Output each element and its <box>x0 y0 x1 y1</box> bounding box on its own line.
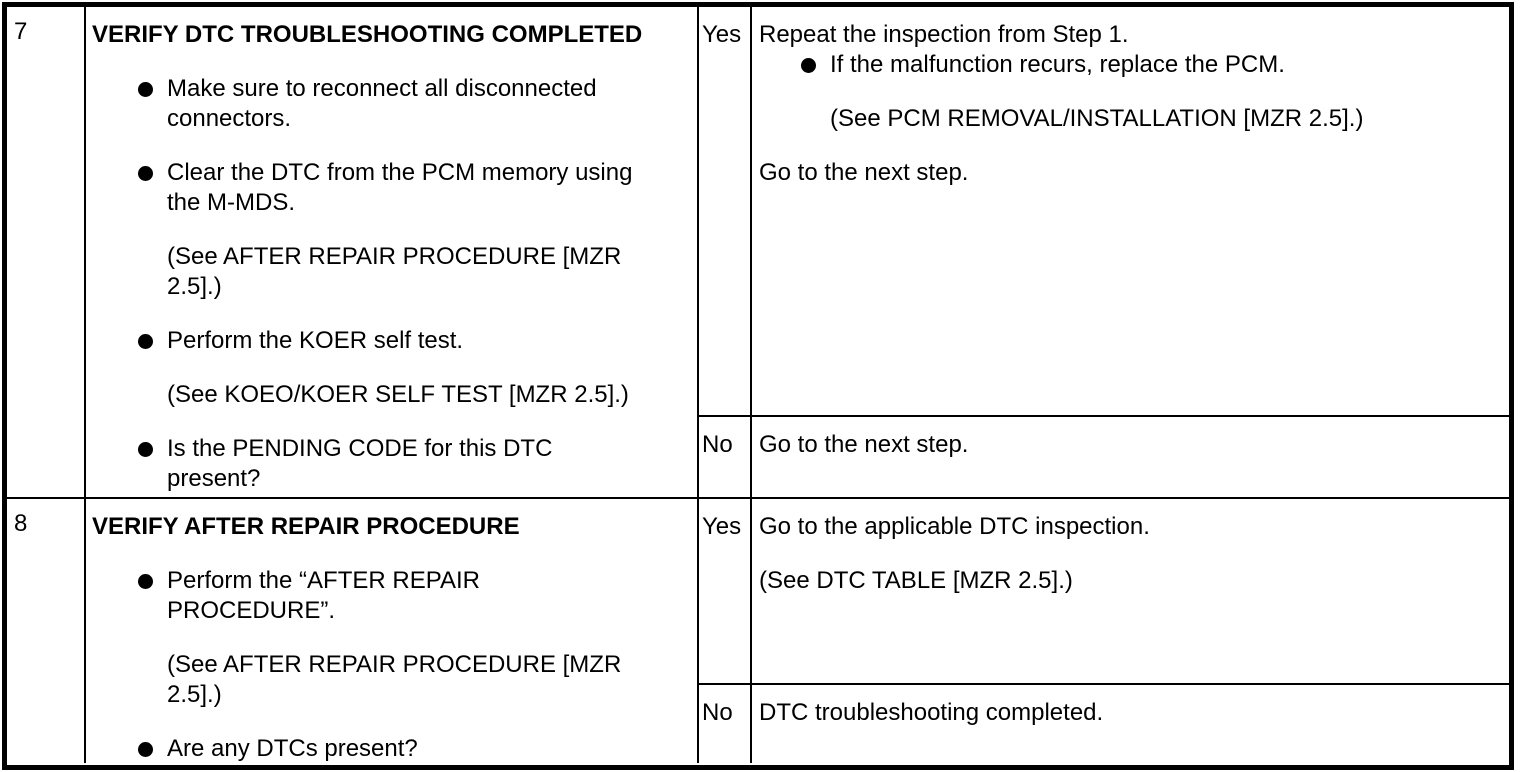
step-row-8: 8 VERIFY AFTER REPAIR PROCEDURE Perform … <box>7 499 1509 763</box>
bullet-body: Clear the DTC from the PCM memory using … <box>167 158 689 302</box>
bullet-icon <box>138 166 153 181</box>
step-number-cell: 7 <box>7 7 86 497</box>
branch-label-no: No <box>699 417 752 497</box>
action-text: Go to the next step. <box>759 431 969 458</box>
list-item: Perform the KOER self test. (See KOEO/KO… <box>92 326 689 410</box>
list-item: Is the PENDING CODE for this DTC present… <box>92 434 689 494</box>
branch-label-yes: Yes <box>699 499 752 685</box>
branch-action-yes-cell: Go to the applicable DTC inspection. (Se… <box>752 499 1509 685</box>
branch-label-yes: Yes <box>699 7 752 417</box>
bullet-question-text: Is the PENDING CODE for this DTC present… <box>167 435 553 492</box>
list-item: If the malfunction recurs, replace the P… <box>759 50 1499 134</box>
bullet-icon <box>801 58 816 73</box>
bullet-icon <box>138 742 153 757</box>
bullet-text: Clear the DTC from the PCM memory using … <box>167 159 633 216</box>
bullet-text: Perform the KOER self test. <box>167 327 464 354</box>
bullet-body: Are any DTCs present? <box>167 734 689 763</box>
bullet-icon <box>138 82 153 97</box>
bullet-icon <box>138 574 153 589</box>
list-item: Clear the DTC from the PCM memory using … <box>92 158 689 302</box>
bullet-question-text: Are any DTCs present? <box>167 735 418 762</box>
step-row-7: 7 VERIFY DTC TROUBLESHOOTING COMPLETED M… <box>7 7 1509 499</box>
action-text: DTC troubleshooting completed. <box>759 699 1104 726</box>
branch-label-no: No <box>699 685 752 763</box>
bullet-body: Perform the KOER self test. (See KOEO/KO… <box>167 326 689 410</box>
step-number-cell: 8 <box>7 499 86 763</box>
branch-action-yes-cell: Repeat the inspection from Step 1. If th… <box>752 7 1509 417</box>
branch-label-text: No <box>702 699 733 726</box>
branch-label-text: Yes <box>702 21 742 48</box>
bullet-text: Make sure to reconnect all disconnected … <box>167 75 597 132</box>
step-title: VERIFY AFTER REPAIR PROCEDURE <box>92 513 520 540</box>
step-title: VERIFY DTC TROUBLESHOOTING COMPLETED <box>92 21 643 48</box>
bullet-body: Is the PENDING CODE for this DTC present… <box>167 434 689 494</box>
reference-text: (See AFTER REPAIR PROCEDURE [MZR 2.5].) <box>167 243 622 300</box>
bullet-text: If the malfunction recurs, replace the P… <box>830 51 1285 78</box>
branch-action-no-cell: Go to the next step. <box>752 417 1509 497</box>
step-description-cell: VERIFY AFTER REPAIR PROCEDURE Perform th… <box>86 499 699 763</box>
list-item: Are any DTCs present? <box>92 734 689 763</box>
step-description-cell: VERIFY DTC TROUBLESHOOTING COMPLETED Mak… <box>86 7 699 497</box>
reference-text: (See DTC TABLE [MZR 2.5].) <box>759 567 1073 594</box>
branch-label-text: Yes <box>702 513 742 540</box>
action-text: Go to the applicable DTC inspection. <box>759 513 1150 540</box>
bullet-body: Make sure to reconnect all disconnected … <box>167 74 689 134</box>
bullet-icon <box>138 334 153 349</box>
bullet-text: Perform the “AFTER REPAIR PROCEDURE”. <box>167 567 480 624</box>
reference-text: (See KOEO/KOER SELF TEST [MZR 2.5].) <box>167 381 629 408</box>
action-text: Go to the next step. <box>759 159 969 186</box>
step-number: 8 <box>14 510 28 537</box>
list-item: Make sure to reconnect all disconnected … <box>92 74 689 134</box>
reference-text: (See AFTER REPAIR PROCEDURE [MZR 2.5].) <box>167 651 622 708</box>
branch-action-no-cell: DTC troubleshooting completed. <box>752 685 1509 763</box>
reference-text: (See PCM REMOVAL/INSTALLATION [MZR 2.5].… <box>830 105 1364 132</box>
step-number: 7 <box>14 18 28 45</box>
bullet-icon <box>138 442 153 457</box>
bullet-body: Perform the “AFTER REPAIR PROCEDURE”. (S… <box>167 566 689 710</box>
list-item: Perform the “AFTER REPAIR PROCEDURE”. (S… <box>92 566 689 710</box>
branch-label-text: No <box>702 431 733 458</box>
bullet-body: If the malfunction recurs, replace the P… <box>830 50 1499 134</box>
action-text: Repeat the inspection from Step 1. <box>759 21 1129 48</box>
